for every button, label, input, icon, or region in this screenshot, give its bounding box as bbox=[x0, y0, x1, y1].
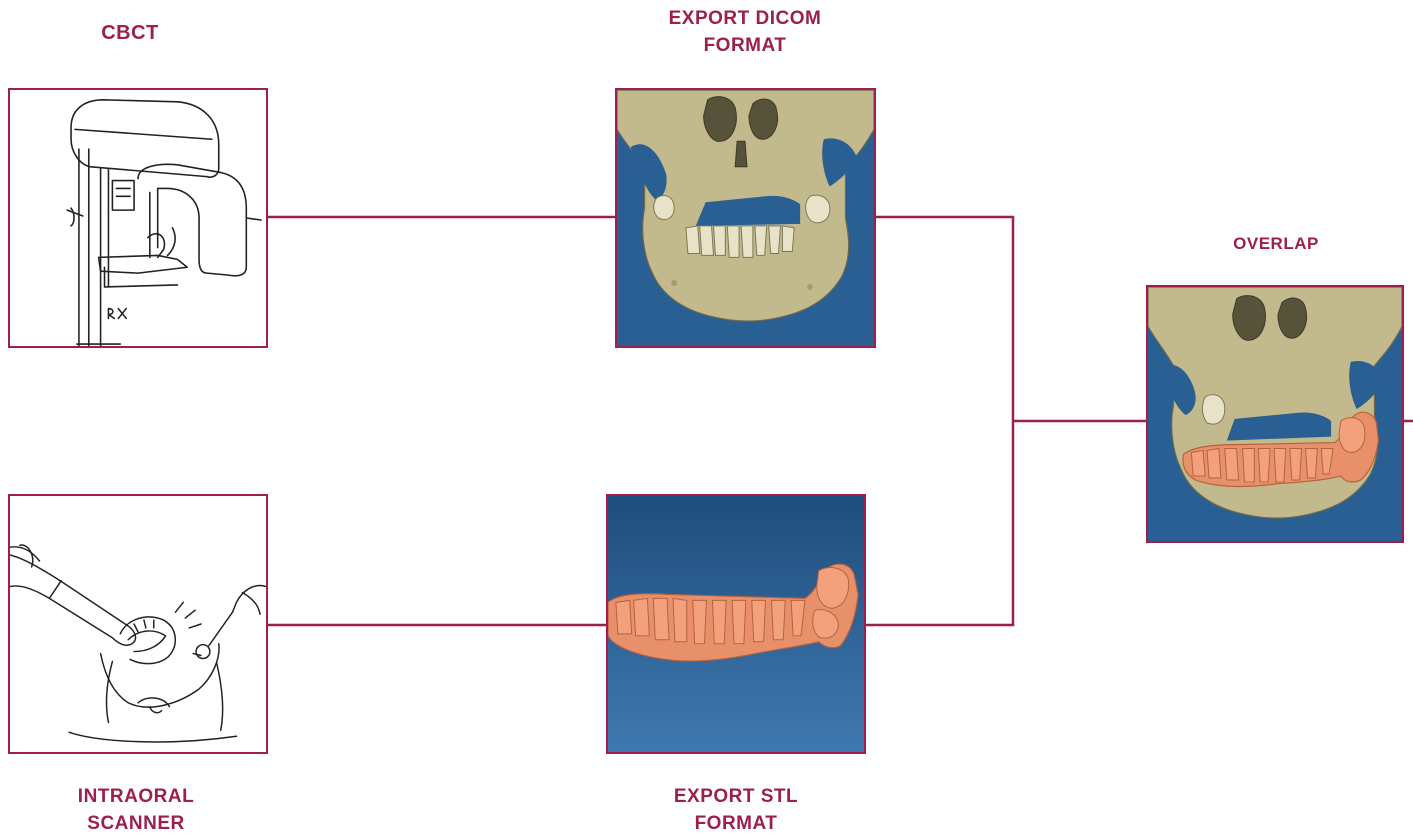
stl-arch-render bbox=[606, 494, 866, 754]
export-dicom-label: EXPORT DICOM FORMAT bbox=[615, 5, 875, 59]
intraoral-scanner-label: INTRAORAL SCANNER bbox=[46, 783, 226, 837]
intraoral-scanner-drawing bbox=[10, 496, 266, 752]
dicom-skull-render bbox=[615, 88, 876, 348]
export-stl-label: EXPORT STL FORMAT bbox=[606, 783, 866, 837]
intraoral-scanner-illustration bbox=[8, 494, 268, 754]
stl-arch-drawing bbox=[608, 496, 864, 752]
overlap-label: OVERLAP bbox=[1196, 230, 1356, 257]
overlap-render bbox=[1146, 285, 1404, 543]
cbct-machine-drawing bbox=[10, 90, 266, 346]
dicom-merge-connector bbox=[866, 217, 1013, 625]
cbct-label: CBCT bbox=[70, 20, 190, 47]
overlap-drawing bbox=[1148, 287, 1402, 541]
cbct-machine-illustration bbox=[8, 88, 268, 348]
dicom-skull-drawing bbox=[617, 90, 874, 346]
